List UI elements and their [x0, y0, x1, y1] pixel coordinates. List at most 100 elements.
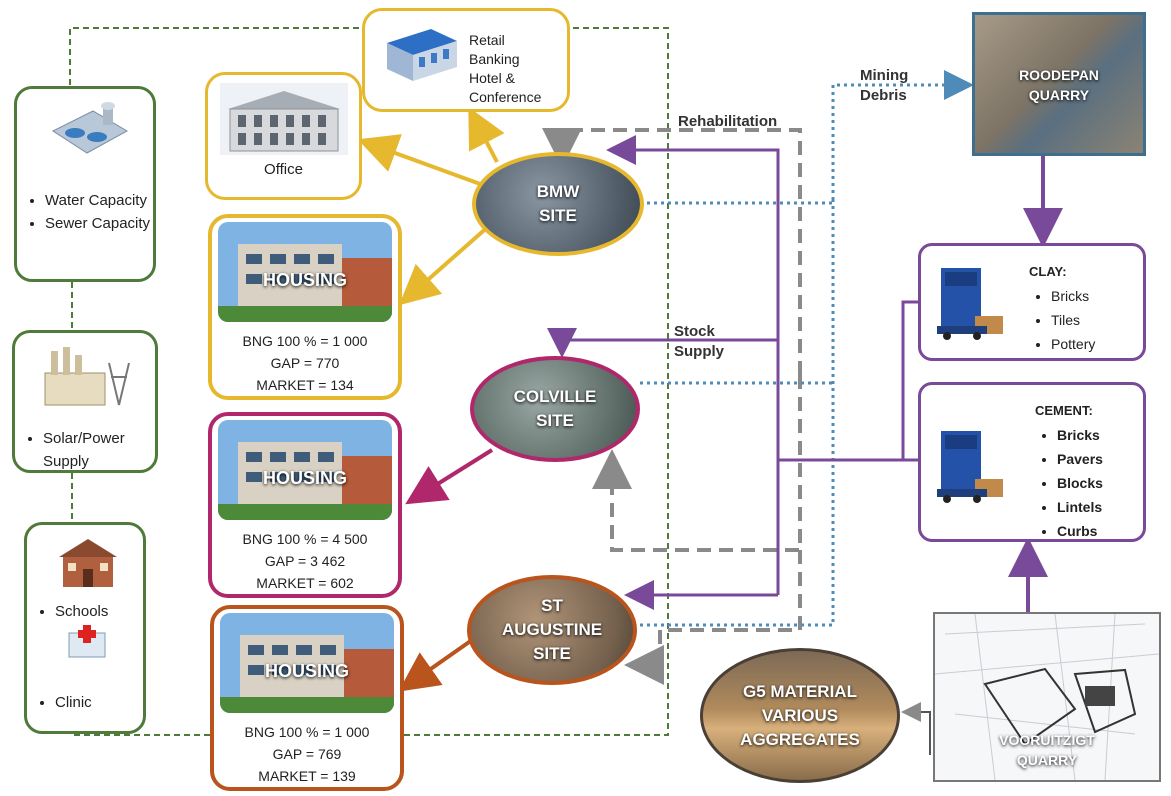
site-label: SITE: [536, 411, 574, 430]
office-label: Office: [264, 161, 303, 178]
office-building-icon: [220, 83, 348, 155]
cement-item: Bricks: [1057, 423, 1103, 447]
clinic-text: Clinic: [55, 691, 145, 714]
clay-item: Pottery: [1051, 332, 1095, 356]
vooruitzigt-quarry: VOORUITZIGT QUARRY: [933, 612, 1161, 782]
g5-material: G5 MATERIAL VARIOUS AGGREGATES: [700, 648, 900, 783]
debris-line: [640, 200, 835, 627]
schools-clinic-box: Schools Clinic: [24, 522, 146, 734]
gap-value: GAP = 769: [272, 746, 342, 762]
g5-label: G5 MATERIAL: [743, 681, 857, 701]
housing-title: HOUSING: [262, 468, 347, 488]
site-label: COLVILLE: [513, 387, 597, 406]
stock-supply-line: Supply: [674, 343, 725, 360]
cement-item: Lintels: [1057, 495, 1103, 519]
power-list: Solar/Power Supply: [21, 427, 157, 473]
clinic-icon: [67, 625, 107, 659]
school-icon: [53, 535, 123, 591]
mining-debris-label: Mining Debris: [860, 66, 908, 106]
retail-line: Conference: [469, 89, 542, 105]
power-box: Solar/Power Supply: [12, 330, 158, 473]
housing-card-colville: HOUSING BNG 100 % = 4 500 GAP = 3 462 MA…: [208, 412, 402, 598]
debris-line: [640, 70, 974, 205]
clinic-list: Clinic: [33, 691, 145, 714]
apartment-photo: HOUSING: [220, 613, 394, 713]
sewer-capacity-text: Sewer Capacity: [45, 212, 155, 235]
retail-building-icon: [383, 25, 461, 87]
housing-title: HOUSING: [264, 661, 349, 681]
solar-power-text: Solar/Power Supply: [43, 427, 157, 473]
g5-label: AGGREGATES: [740, 729, 860, 749]
gap-value: GAP = 770: [270, 355, 340, 371]
g5-label: VARIOUS: [761, 705, 839, 725]
apartment-photo: HOUSING: [218, 222, 392, 322]
arrow-augustine-housing: [398, 638, 474, 692]
site-label: SITE: [539, 206, 577, 225]
arrow-bmw-retail: [468, 106, 505, 163]
st-augustine-site: ST AUGUSTINE SITE: [467, 575, 637, 685]
quarry-label: QUARRY: [1028, 87, 1090, 103]
rehabilitation-label: Rehabilitation: [678, 113, 778, 130]
rehab-loop-colville: [592, 375, 802, 552]
bng-value: BNG 100 % = 1 000: [244, 724, 370, 740]
supply-to-bmw: [606, 135, 780, 595]
stock-supply-label: Stock Supply: [674, 322, 724, 362]
clay-item: Tiles: [1051, 308, 1095, 332]
clay-feed: [778, 300, 918, 462]
quarry-label: ROODEPAN: [1019, 67, 1099, 83]
supply-to-colville: [547, 328, 778, 358]
cement-box: CEMENT: Bricks Pavers Blocks Lintels Cur…: [918, 382, 1146, 542]
mining-debris-line: Debris: [860, 87, 907, 104]
housing-stats: BNG 100 % = 1 000 GAP = 770 MARKET = 134: [212, 330, 398, 396]
market-value: MARKET = 134: [256, 377, 354, 393]
retail-line: Hotel &: [469, 70, 515, 86]
retail-line: Banking: [469, 51, 520, 67]
water-sewer-box: Water Capacity Sewer Capacity: [14, 86, 156, 282]
site-plan-drawing: [935, 614, 1159, 780]
housing-title: HOUSING: [262, 270, 347, 290]
gap-value: GAP = 3 462: [264, 553, 346, 569]
market-value: MARKET = 139: [258, 768, 356, 784]
clay-list: Bricks Tiles Pottery: [1033, 284, 1095, 356]
brick-machine-icon: [931, 425, 1007, 505]
cement-item: Curbs: [1057, 519, 1103, 543]
rehab-loop-augustine: [624, 550, 802, 685]
schools-text: Schools: [55, 600, 145, 623]
bmw-site: BMW SITE: [472, 152, 644, 256]
site-label: SITE: [533, 644, 571, 663]
housing-stats: BNG 100 % = 4 500 GAP = 3 462 MARKET = 6…: [212, 528, 398, 594]
market-value: MARKET = 602: [256, 575, 354, 591]
power-plant-icon: [37, 343, 137, 413]
rehab-loop-bmw: [542, 128, 802, 375]
quarry-label: VOORUITZIGT: [999, 732, 1095, 748]
site-label: BMW: [536, 182, 580, 201]
housing-card-augustine: HOUSING BNG 100 % = 1 000 GAP = 769 MARK…: [210, 605, 404, 791]
cement-item: Pavers: [1057, 447, 1103, 471]
quarry-label: QUARRY: [1016, 752, 1078, 768]
cement-list: Bricks Pavers Blocks Lintels Curbs: [1039, 423, 1103, 543]
arrow-bmw-office: [357, 134, 484, 187]
site-label: AUGUSTINE: [501, 620, 603, 639]
cement-title: CEMENT:: [1035, 403, 1093, 418]
apartment-photo: HOUSING: [218, 420, 392, 520]
arrow-colville-housing: [405, 448, 494, 505]
clay-box: CLAY: Bricks Tiles Pottery: [918, 243, 1146, 361]
stock-supply-line: Stock: [674, 323, 715, 340]
water-treatment-icon: [45, 97, 131, 161]
bng-value: BNG 100 % = 1 000: [242, 333, 368, 349]
roodepan-quarry: ROODEPAN QUARRY: [972, 12, 1146, 156]
housing-stats: BNG 100 % = 1 000 GAP = 769 MARKET = 139: [214, 721, 400, 787]
retail-list: Retail Banking Hotel & Conference: [469, 31, 541, 107]
colville-site: COLVILLE SITE: [470, 356, 640, 462]
cement-item: Blocks: [1057, 471, 1103, 495]
water-sewer-list: Water Capacity Sewer Capacity: [23, 189, 155, 235]
arrow-vooruitzigt-g5: [901, 702, 931, 755]
arrow-bmw-housing: [399, 223, 492, 306]
retail-line: Retail: [469, 32, 505, 48]
clay-item: Bricks: [1051, 284, 1095, 308]
water-capacity-text: Water Capacity: [45, 189, 155, 212]
brick-machine-icon: [931, 262, 1007, 342]
clay-title: CLAY:: [1029, 264, 1067, 279]
site-label: ST: [541, 596, 563, 615]
bng-value: BNG 100 % = 4 500: [242, 531, 368, 547]
